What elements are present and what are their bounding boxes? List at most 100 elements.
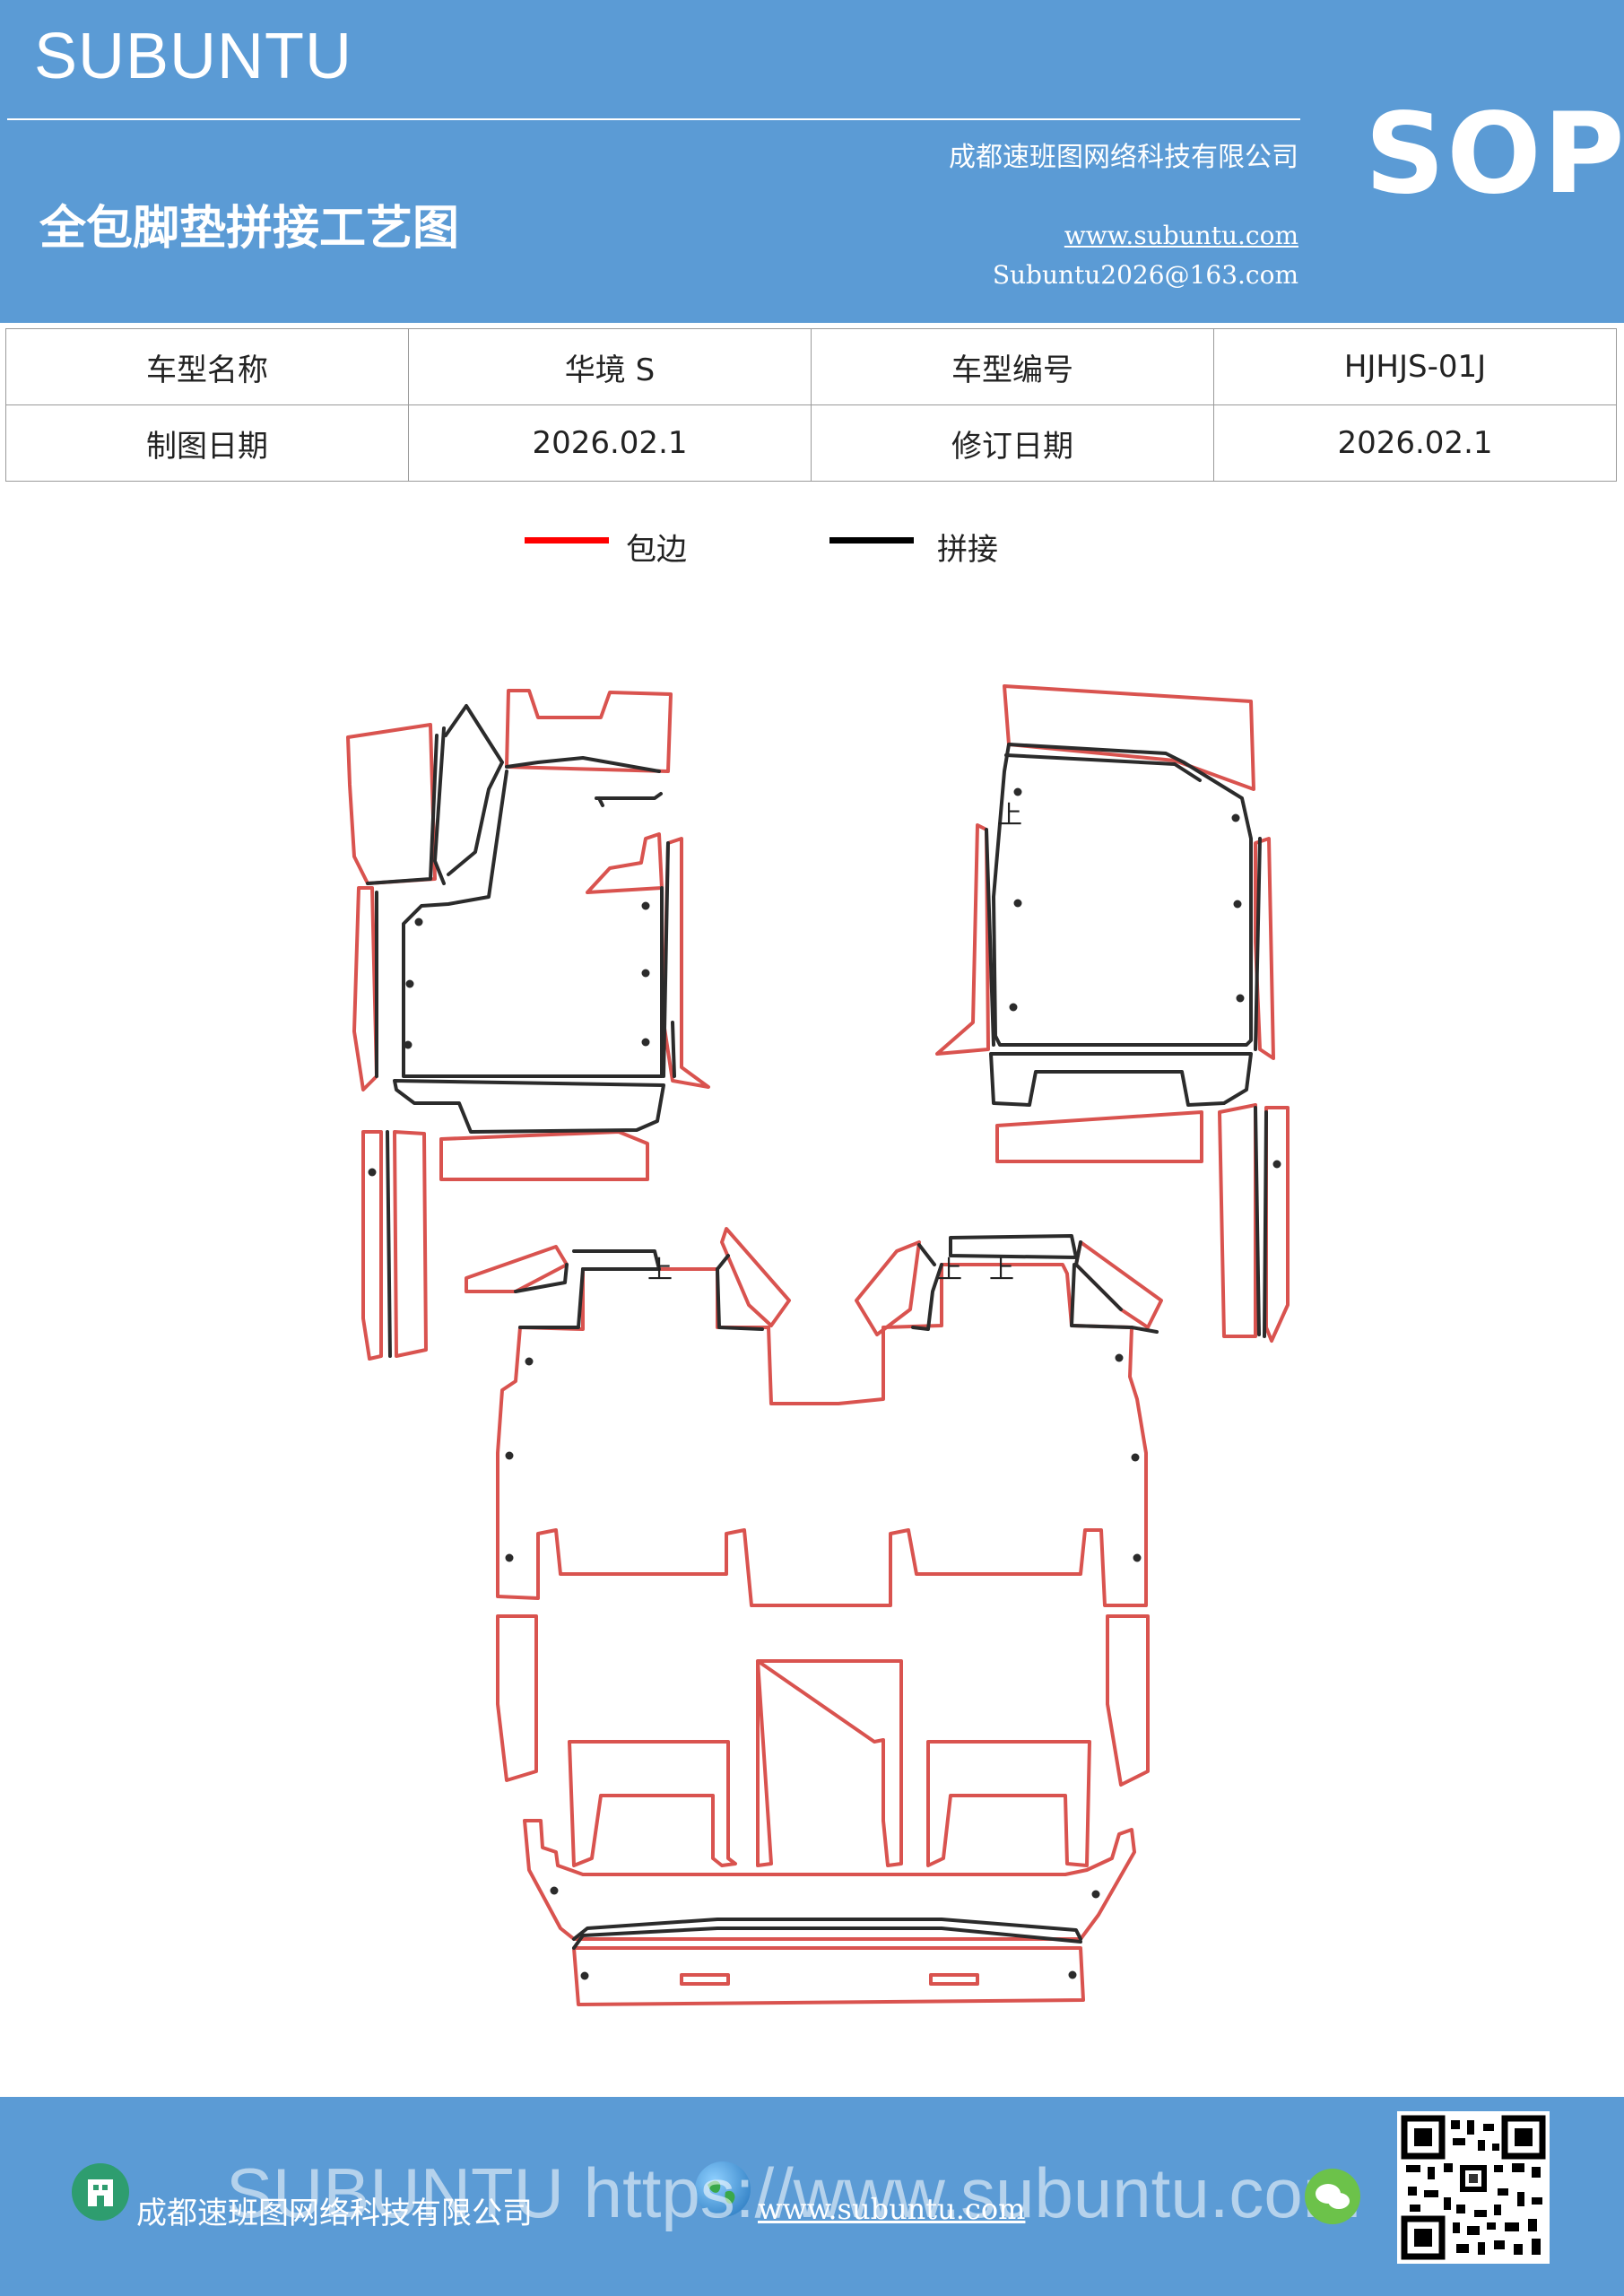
- fastener-dot: [414, 918, 423, 926]
- fastener-dot: [368, 1168, 377, 1177]
- seam: [716, 1254, 764, 1331]
- mat-piece: [465, 1245, 569, 1293]
- legend-edge-swatch: [525, 537, 609, 544]
- website-link[interactable]: www.subuntu.com: [1064, 221, 1298, 250]
- seam: [1004, 753, 1202, 782]
- seam-lines: [366, 704, 1268, 1950]
- mat-piece: [995, 1110, 1203, 1163]
- mat-piece: [523, 1819, 1136, 1941]
- mat-piece: [361, 1130, 383, 1361]
- seam: [989, 1052, 1253, 1107]
- legend-seam-swatch: [829, 537, 914, 544]
- mat-piece: [855, 1240, 921, 1336]
- seam: [1070, 1240, 1132, 1329]
- seam: [572, 1249, 661, 1271]
- fastener-dot: [1236, 994, 1245, 1003]
- footer-company-name: 成都速班图网络科技有限公司: [136, 2196, 533, 2231]
- fastener-dot: [641, 1038, 650, 1047]
- mat-piece: [1218, 1103, 1257, 1338]
- table-row: 车型名称 华境 S 车型编号 HJHJS-01J: [5, 328, 1617, 405]
- fastener-dot: [1013, 787, 1022, 796]
- mat-piece: [1106, 1614, 1150, 1787]
- table-cell: 修订日期: [811, 404, 1214, 482]
- document-title: 全包脚垫拼接工艺图: [39, 201, 460, 256]
- mat-piece: [1264, 1106, 1290, 1343]
- seam: [386, 1130, 392, 1358]
- fastener-dot: [404, 1040, 413, 1049]
- legend-seam-label: 拼接: [937, 532, 998, 568]
- fastener-dot: [1068, 1970, 1077, 1979]
- up-marker: 上: [647, 1255, 673, 1284]
- mat-piece: [1003, 684, 1255, 791]
- mat-piece: [662, 837, 710, 1089]
- footer-website-link[interactable]: www.subuntu.com: [758, 2192, 1026, 2226]
- header-banner: SUBUNTU 成都速班图网络科技有限公司 全包脚垫拼接工艺图 www.subu…: [0, 0, 1624, 323]
- seam: [662, 841, 676, 1078]
- seam: [366, 704, 504, 885]
- fastener-dot: [1115, 1353, 1124, 1362]
- fastener-dot: [1233, 900, 1242, 909]
- fastener-dot: [405, 979, 414, 988]
- legend-edge-label: 包边: [626, 532, 687, 568]
- table-cell: 2026.02.1: [1213, 404, 1617, 482]
- seam: [992, 743, 1253, 1047]
- mat-piece: [572, 1946, 1085, 2006]
- fastener-dot: [1013, 899, 1022, 908]
- fastener-dot: [1009, 1003, 1018, 1012]
- seam: [985, 828, 1262, 1051]
- up-marker: 上: [989, 1255, 1014, 1284]
- email-address[interactable]: Subuntu2026@163.com: [992, 260, 1298, 290]
- fastener-dot: [525, 1357, 534, 1366]
- watermark-text: SUBUNTU https://www.subuntu.com: [226, 2153, 1361, 2232]
- table-cell: 华境 S: [408, 328, 812, 405]
- mat-piece: [586, 832, 664, 894]
- fastener-dot: [641, 901, 650, 910]
- mat-piece: [756, 1659, 903, 1867]
- seam: [402, 756, 664, 1078]
- fastener-dot: [550, 1886, 559, 1895]
- wechat-icon: [1305, 2169, 1360, 2224]
- fastener-dot: [1231, 813, 1240, 822]
- mat-slot: [929, 1973, 979, 1986]
- seam: [514, 1263, 585, 1329]
- table-row: 制图日期 2026.02.1 修订日期 2026.02.1: [5, 404, 1617, 482]
- seam: [911, 1243, 943, 1331]
- fastener-dot: [641, 969, 650, 978]
- mat-slot: [680, 1973, 730, 1986]
- fastener-dot: [1272, 1160, 1281, 1169]
- company-name: 成都速班图网络科技有限公司: [949, 142, 1298, 173]
- up-markers: 上 上 上 上: [647, 800, 1022, 1284]
- legend: 包边 拼接: [0, 525, 1624, 578]
- mat-piece: [720, 1227, 791, 1327]
- fastener-dot: [505, 1553, 514, 1562]
- header-divider: [7, 118, 1300, 120]
- mat-piece: [926, 1740, 1091, 1867]
- mat-piece: [439, 1130, 649, 1181]
- table-cell: 车型名称: [5, 328, 409, 405]
- globe-icon: [695, 2161, 751, 2217]
- seam: [375, 796, 604, 1078]
- table-cell: HJHJS-01J: [1213, 328, 1617, 405]
- vehicle-info-table: 车型名称 华境 S 车型编号 HJHJS-01J 制图日期 2026.02.1 …: [5, 328, 1617, 482]
- seam: [1254, 1106, 1268, 1338]
- seam: [572, 1918, 1082, 1941]
- sop-badge: SOP: [1365, 90, 1624, 219]
- fastener-dot: [505, 1451, 514, 1460]
- floor-mat-diagram: 上 上 上 上: [346, 684, 1290, 2006]
- mat-piece: [496, 1614, 538, 1782]
- table-cell: 制图日期: [5, 404, 409, 482]
- mat-piece: [352, 886, 378, 1091]
- mat-piece: [346, 723, 437, 885]
- fastener-dot: [1131, 1453, 1140, 1462]
- seam: [572, 1926, 1082, 1950]
- mat-piece: [505, 689, 673, 773]
- table-cell: 车型编号: [811, 328, 1214, 405]
- fastener-dot: [580, 1971, 589, 1980]
- edge-lines: [346, 684, 1290, 2006]
- mat-piece: [393, 1130, 428, 1358]
- mat-piece: [568, 1740, 737, 1867]
- up-marker: 上: [997, 800, 1022, 830]
- mat-piece: [1254, 837, 1275, 1060]
- up-marker: 上: [937, 1255, 962, 1284]
- mat-piece: [935, 823, 990, 1056]
